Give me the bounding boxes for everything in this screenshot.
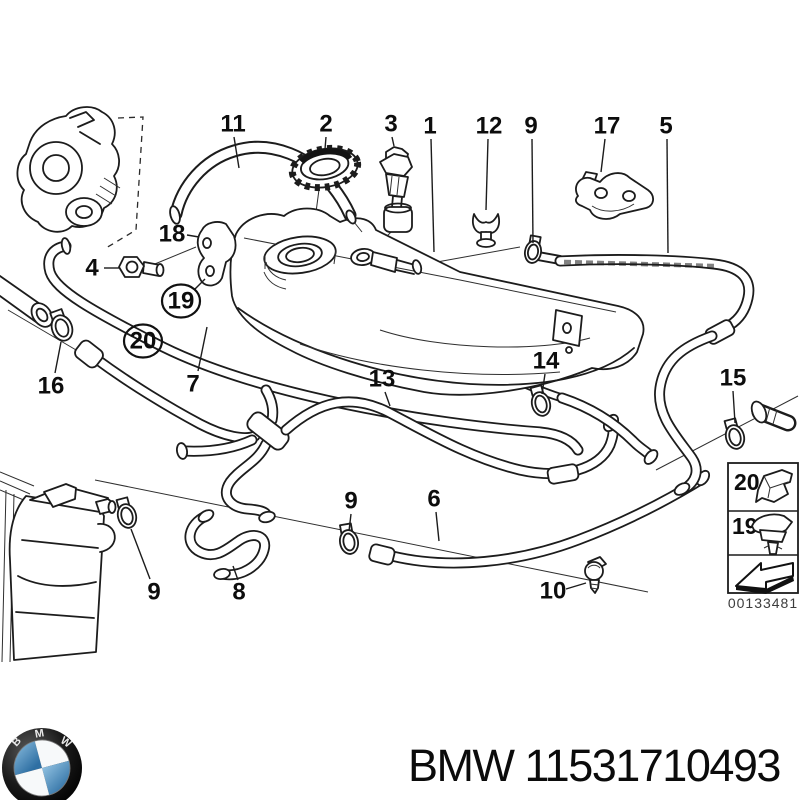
cap-part xyxy=(288,144,362,192)
callout-5: 5 xyxy=(659,113,672,140)
callout-6: 6 xyxy=(427,486,440,513)
clip-12 xyxy=(472,213,500,248)
bracket-18 xyxy=(196,221,237,287)
filler-neck xyxy=(263,235,337,290)
callout-1: 1 xyxy=(423,113,436,140)
callout-leader-3 xyxy=(391,136,395,147)
legend-item-19: 19 xyxy=(732,513,793,555)
callout-4: 4 xyxy=(85,255,99,282)
callout-9: 9 xyxy=(147,579,160,606)
callout-15: 15 xyxy=(720,365,747,392)
pump-boundary-dashes xyxy=(105,116,144,249)
callout-leader-1 xyxy=(430,138,435,253)
callout-19: 19 xyxy=(168,288,195,315)
callout-17: 17 xyxy=(594,113,621,140)
level-sensor-part xyxy=(379,146,413,233)
callout-leader-9 xyxy=(130,528,151,580)
callout-leader-18 xyxy=(186,234,200,238)
callout-13: 13 xyxy=(369,366,396,393)
clamp-14 xyxy=(529,384,552,417)
callout-leader-12 xyxy=(485,138,489,211)
callout-leader-7 xyxy=(197,326,208,372)
callout-16: 16 xyxy=(38,373,65,400)
callout-10: 10 xyxy=(540,578,567,605)
hose-8 xyxy=(184,509,271,581)
clamp-15 xyxy=(723,417,746,450)
legend-box: 20 19 00133481 xyxy=(727,462,799,611)
callout-leader-14 xyxy=(541,373,546,395)
callout-20: 20 xyxy=(130,328,157,355)
radiator-illustration xyxy=(0,471,117,663)
callout-3: 3 xyxy=(384,111,397,138)
clamp-9-mid xyxy=(338,522,360,555)
clip-10 xyxy=(584,556,607,594)
callout-leader-13 xyxy=(384,391,391,407)
hose-end-15 xyxy=(750,400,797,432)
legend-item-20: 20 xyxy=(734,469,793,503)
clamp-9-top xyxy=(523,234,543,264)
callout-leader-17 xyxy=(600,138,606,173)
radiator-hose-left xyxy=(0,275,261,444)
hose-7 xyxy=(43,237,584,456)
callout-leader-6 xyxy=(435,511,440,542)
t-junction xyxy=(175,384,290,524)
callout-8: 8 xyxy=(232,579,245,606)
callout-leader-15 xyxy=(732,390,736,424)
callout-9: 9 xyxy=(524,113,537,140)
clamp-16 xyxy=(49,308,74,342)
callout-leader-5 xyxy=(666,138,669,254)
callout-leader-11 xyxy=(233,136,240,169)
callout-9: 9 xyxy=(344,488,357,515)
callout-leader-2 xyxy=(324,136,327,150)
svg-text:20: 20 xyxy=(734,469,760,495)
callout-2: 2 xyxy=(319,111,332,138)
hose-clip-icon xyxy=(755,469,793,503)
callout-circle-19 xyxy=(160,283,202,319)
power-steering-pump-illustration xyxy=(16,106,121,233)
part-number-title: BMW 11531710493 xyxy=(408,740,781,791)
callout-12: 12 xyxy=(476,113,503,140)
legend-arrow xyxy=(735,562,794,594)
callout-leader-9 xyxy=(348,513,352,532)
callout-circle-20 xyxy=(122,323,164,359)
callout-leader-16 xyxy=(54,341,62,374)
callout-14: 14 xyxy=(533,348,560,375)
bmw-logo: B M W xyxy=(0,722,88,800)
callout-leader-9 xyxy=(531,138,534,244)
expanding-rivet-icon xyxy=(751,513,793,555)
bmw-logo-letter-m: M xyxy=(34,727,45,740)
hose-5 xyxy=(533,251,755,496)
callout-7: 7 xyxy=(186,371,199,398)
callout-leader-10 xyxy=(565,582,587,590)
callout-leader-8 xyxy=(232,565,239,581)
hose-6 xyxy=(368,469,711,569)
callout-11: 11 xyxy=(220,111,245,138)
direction-arrow-icon xyxy=(735,562,794,590)
expansion-tank-illustration xyxy=(229,207,645,396)
callout-leader-19 xyxy=(193,278,206,291)
clamp-9-radiator xyxy=(115,496,138,529)
image-number: 00133481 xyxy=(728,595,798,611)
bracket-17 xyxy=(575,171,654,220)
sensor-port xyxy=(350,248,423,275)
callout-18: 18 xyxy=(159,221,186,248)
vent-hose-11 xyxy=(169,140,363,233)
bolt-4 xyxy=(118,256,165,278)
